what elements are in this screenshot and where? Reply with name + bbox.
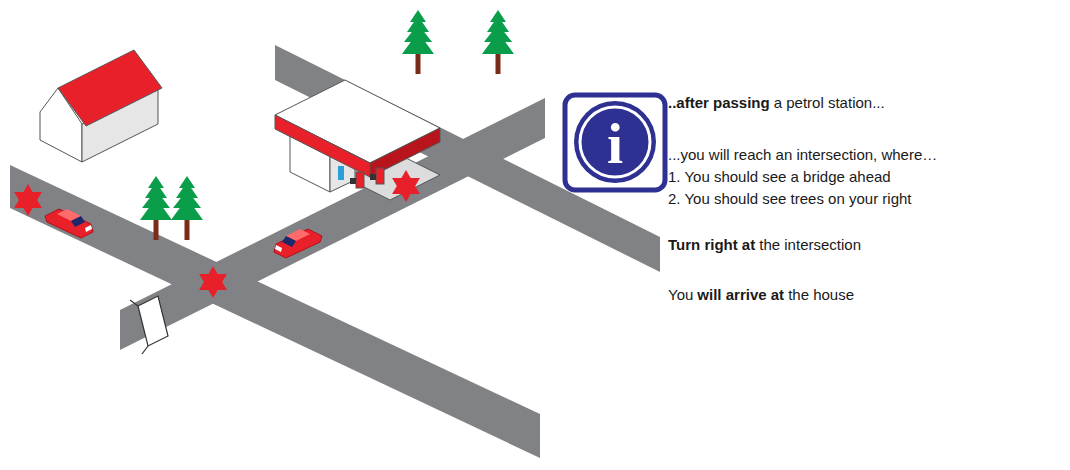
direction-line: Youwill arrive atthe house <box>668 286 854 303</box>
tree <box>140 10 514 240</box>
direction-text: the intersection <box>759 236 861 253</box>
direction-keyword: will arrive at <box>697 286 784 303</box>
direction-line: 1. You should see a bridge ahead <box>668 168 891 185</box>
waypoint-star <box>14 170 420 298</box>
direction-text: 1. You should see a bridge ahead <box>668 168 891 185</box>
bridge <box>130 296 168 354</box>
direction-line: 2. You should see trees on your right <box>668 190 912 207</box>
direction-text: 2. You should see trees on your right <box>668 190 912 207</box>
info-icon <box>565 95 665 190</box>
direction-text: ...you will reach an intersection, where… <box>668 146 937 163</box>
direction-line: ..after passinga petrol station... <box>668 94 885 111</box>
house <box>40 50 162 162</box>
direction-keyword: Turn right at <box>668 236 755 253</box>
direction-text: a petrol station... <box>774 94 885 111</box>
direction-line: Turn right atthe intersection <box>668 236 861 253</box>
direction-text: You <box>668 286 693 303</box>
info-glyph: i <box>565 115 665 173</box>
car <box>45 209 322 258</box>
direction-text: the house <box>788 286 854 303</box>
direction-keyword: ..after passing <box>668 94 770 111</box>
direction-line: ...you will reach an intersection, where… <box>668 146 937 163</box>
